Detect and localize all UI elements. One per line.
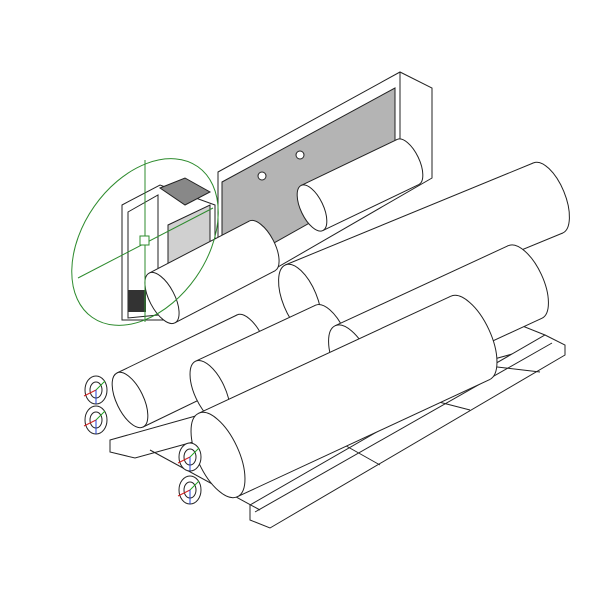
- vessel-shell: [198, 296, 490, 497]
- vessel-outline: [300, 139, 398, 186]
- cylinder-vessel: [144, 219, 280, 325]
- vessel-outline: [285, 162, 534, 266]
- flange: [83, 405, 108, 435]
- vessel-shell: [301, 139, 419, 231]
- flange: [83, 375, 108, 405]
- cylinder-vessel: [190, 294, 498, 499]
- vessel-outline: [174, 270, 276, 324]
- front-base-rail: [249, 334, 566, 529]
- rail-edge: [254, 342, 553, 513]
- rotate-handle[interactable]: [139, 235, 150, 246]
- y-axis-marker: [95, 410, 106, 421]
- x-axis-marker: [177, 456, 191, 464]
- cylinder-vessel: [296, 138, 424, 232]
- vent-grille: [128, 290, 146, 312]
- x-axis-marker: [83, 419, 97, 427]
- y-axis-marker: [189, 480, 200, 491]
- cross-member: [149, 449, 261, 511]
- vessel-outline: [148, 220, 250, 274]
- vessel-shell: [195, 305, 345, 423]
- flange: [177, 475, 202, 505]
- x-axis-marker: [177, 489, 191, 497]
- vessels: [111, 138, 570, 499]
- box-top: [158, 177, 212, 206]
- vessel-outline: [322, 184, 420, 231]
- vessel-outline: [237, 379, 490, 498]
- vessel-end-cap: [296, 184, 328, 232]
- vessel-end-cap: [144, 271, 180, 325]
- vessel-shell: [149, 221, 275, 323]
- vessel-outline: [116, 314, 238, 374]
- y-axis-marker: [95, 380, 106, 391]
- selection-handle[interactable]: [41, 131, 248, 353]
- flange: [177, 442, 202, 472]
- vessel-outline: [195, 304, 316, 362]
- x-axis-marker: [83, 389, 97, 397]
- vessel-outline: [335, 245, 509, 327]
- y-axis-marker: [189, 447, 200, 458]
- panel-hole: [257, 171, 267, 181]
- vessel-outline: [198, 295, 451, 414]
- nozzle-flanges: [83, 375, 202, 505]
- vessel-end-cap: [111, 371, 149, 429]
- selection-ellipse[interactable]: [41, 131, 248, 353]
- vessel-shell: [285, 162, 563, 336]
- panel-hole: [295, 150, 305, 160]
